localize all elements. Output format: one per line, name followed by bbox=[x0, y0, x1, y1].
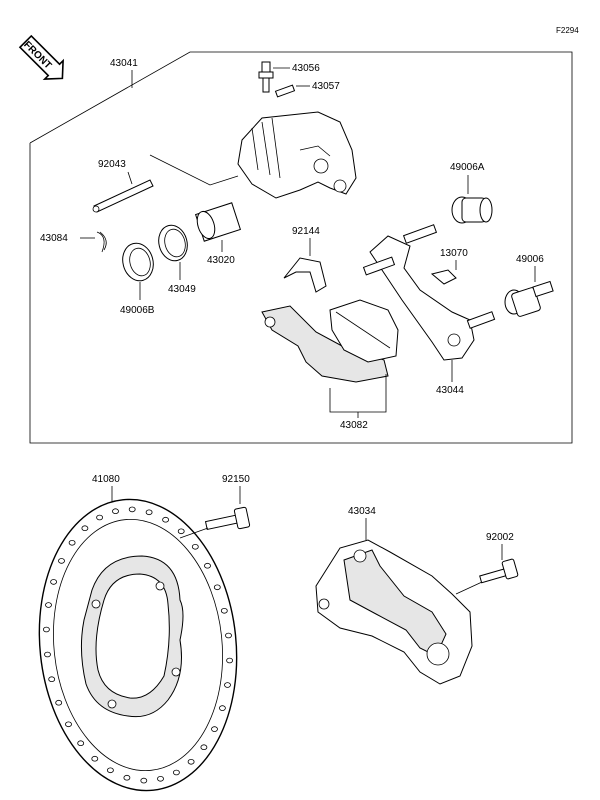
disc-vent-hole bbox=[162, 516, 170, 523]
disc-vent-hole bbox=[123, 774, 131, 781]
disc-bolt bbox=[204, 506, 251, 531]
disc-vent-hole bbox=[191, 543, 199, 550]
disc-vent-hole bbox=[213, 584, 221, 591]
disc-vent-hole bbox=[68, 539, 76, 546]
disc-vent-hole bbox=[224, 682, 231, 688]
disc-vent-hole bbox=[43, 626, 50, 633]
label-43084: 43084 bbox=[40, 233, 68, 244]
piston bbox=[194, 202, 242, 242]
label-92144: 92144 bbox=[292, 226, 320, 237]
disc-vent-hole bbox=[96, 514, 103, 521]
disc-vent-hole bbox=[177, 528, 185, 535]
bleeder-valve bbox=[258, 61, 274, 93]
disc-vent-hole bbox=[50, 579, 57, 585]
pin-boot-b bbox=[504, 280, 554, 317]
disc-vent-holes bbox=[43, 506, 234, 784]
disc-vent-hole bbox=[218, 705, 226, 711]
disc-vent-hole bbox=[81, 525, 89, 531]
label-13070: 13070 bbox=[440, 248, 468, 259]
label-49006: 49006 bbox=[516, 254, 544, 265]
label-49006B: 49006B bbox=[120, 305, 155, 316]
brake-disc bbox=[38, 498, 238, 792]
front-arrow-icon: FRONT bbox=[18, 34, 64, 80]
leader-caliper bbox=[149, 154, 239, 186]
retainer-clip bbox=[430, 269, 457, 285]
label-92002: 92002 bbox=[486, 532, 514, 543]
disc-vent-hole bbox=[55, 699, 63, 706]
disc-vent-hole bbox=[48, 676, 56, 682]
label-43082: 43082 bbox=[340, 420, 368, 431]
disc-vent-hole bbox=[200, 744, 208, 750]
label-43056: 43056 bbox=[292, 63, 320, 74]
disc-vent-hole bbox=[45, 602, 52, 608]
disc-vent-hole bbox=[225, 632, 232, 639]
label-43034: 43034 bbox=[348, 506, 376, 517]
caliper-bracket bbox=[362, 224, 496, 361]
caliper-assembly-frame bbox=[29, 51, 573, 444]
disc-vent-hole bbox=[112, 508, 119, 515]
disc-vent-hole bbox=[226, 657, 234, 664]
disc-vent-hole bbox=[77, 740, 85, 746]
disc-vent-hole bbox=[58, 558, 65, 564]
label-92150: 92150 bbox=[222, 474, 250, 485]
disc-vent-hole bbox=[107, 767, 114, 774]
dust-seal bbox=[122, 242, 154, 282]
holder-bolt bbox=[479, 558, 519, 584]
disc-vent-hole bbox=[220, 607, 228, 614]
disc-vent-hole bbox=[91, 755, 99, 762]
label-43041: 43041 bbox=[110, 58, 138, 69]
caliper-pin bbox=[92, 179, 154, 213]
disc-vent-hole bbox=[128, 506, 136, 513]
pad-spring bbox=[283, 257, 327, 293]
bleeder-cap bbox=[274, 84, 296, 98]
label-43057: 43057 bbox=[312, 81, 340, 92]
label-43044: 43044 bbox=[436, 385, 464, 396]
brake-pad-rear bbox=[261, 305, 389, 383]
disc-vent-hole bbox=[157, 775, 164, 782]
leader-92043 bbox=[127, 171, 133, 185]
disc-vent-hole bbox=[211, 726, 218, 732]
label-49006A: 49006A bbox=[450, 162, 485, 173]
pin-clip bbox=[96, 231, 107, 253]
disc-vent-hole bbox=[145, 509, 153, 516]
caliper-body bbox=[237, 111, 357, 199]
disc-vent-hole bbox=[204, 562, 211, 569]
diagram-code: F2294 bbox=[556, 26, 579, 35]
label-41080: 41080 bbox=[92, 474, 120, 485]
disc-vent-hole bbox=[140, 777, 148, 784]
label-43049: 43049 bbox=[168, 284, 196, 295]
caliper-holder bbox=[315, 539, 473, 685]
disc-vent-hole bbox=[65, 721, 72, 728]
disc-vent-hole bbox=[187, 758, 195, 765]
piston-seal bbox=[158, 224, 188, 262]
disc-vent-hole bbox=[44, 651, 51, 658]
label-43020: 43020 bbox=[207, 255, 235, 266]
disc-vent-hole bbox=[172, 769, 180, 776]
brake-pad-front bbox=[329, 299, 399, 363]
label-92043: 92043 bbox=[98, 159, 126, 170]
pin-boot-a bbox=[451, 196, 493, 224]
